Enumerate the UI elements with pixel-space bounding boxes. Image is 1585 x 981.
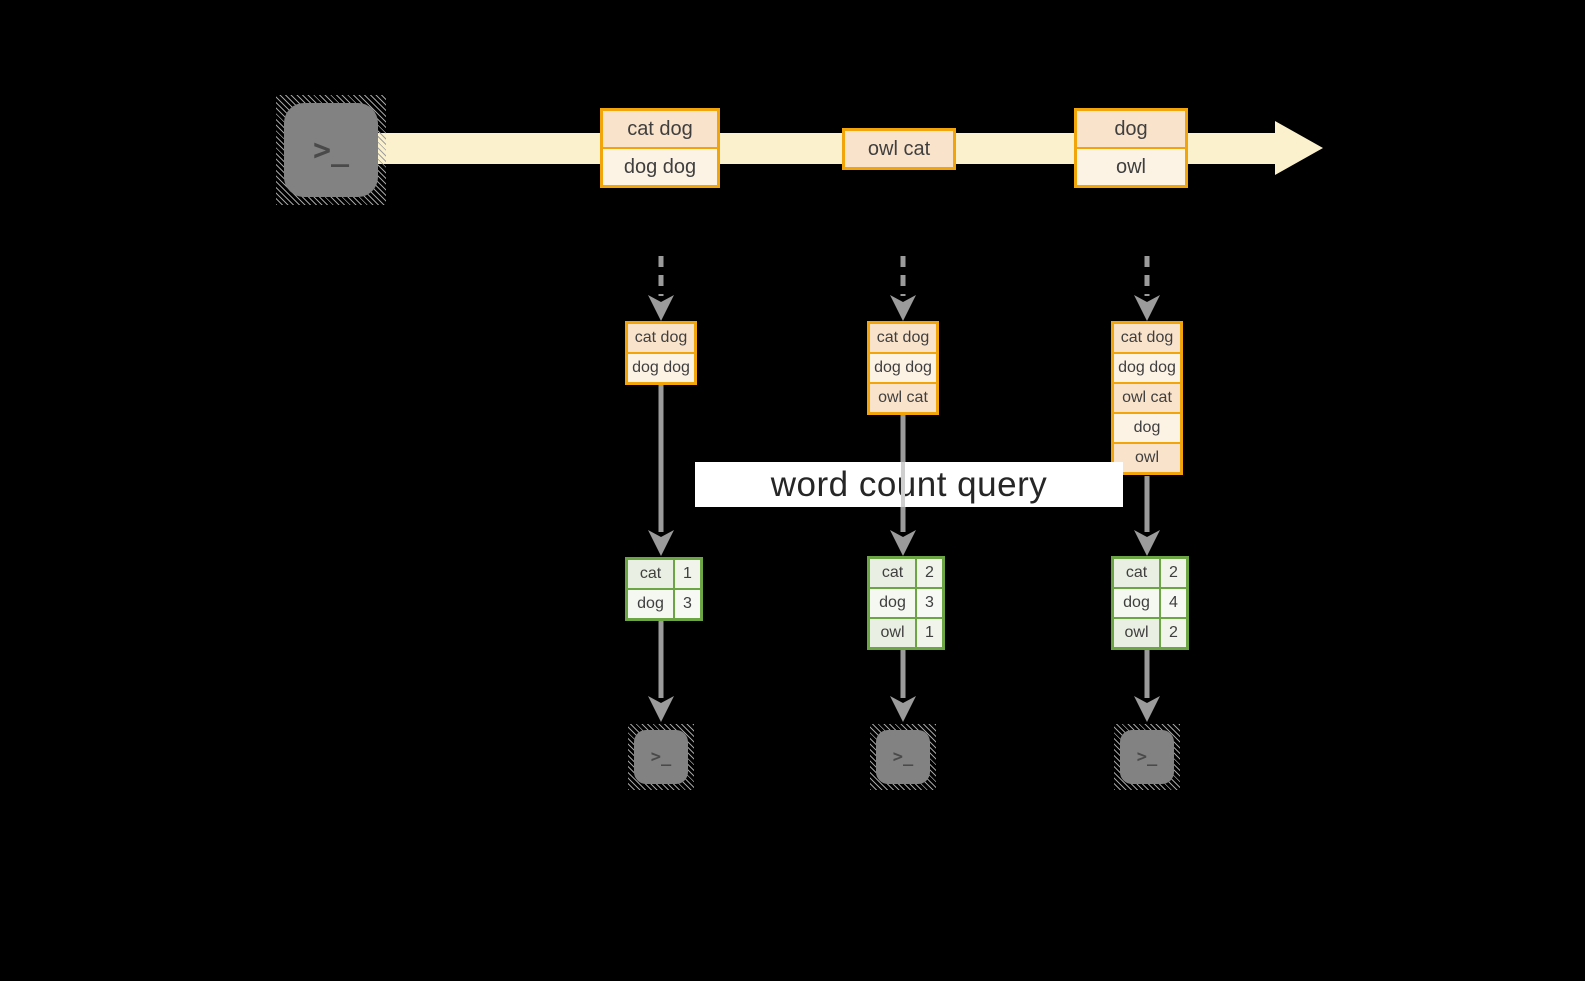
word-cell: cat	[628, 560, 673, 588]
sink-terminal-icon-3: >_	[1114, 724, 1180, 790]
sink-arrowhead-1-icon	[648, 696, 674, 722]
count-row: dog 3	[870, 589, 942, 617]
state-row: cat dog	[1114, 324, 1180, 352]
count-cell: 3	[675, 590, 700, 618]
count-table-3: cat 2 dog 4 owl 2	[1111, 556, 1189, 650]
word-cell: cat	[870, 559, 915, 587]
word-cell: owl	[870, 619, 915, 647]
state-row: dog dog	[628, 354, 694, 382]
count-cell: 1	[675, 560, 700, 588]
arrow-through-banner	[901, 462, 905, 507]
terminal-prompt-icon: >_	[284, 103, 378, 197]
state-row: dog dog	[870, 354, 936, 382]
dashed-arrowhead-3-icon	[1134, 295, 1160, 321]
dashed-arrowhead-1-icon	[648, 295, 674, 321]
word-cell: owl	[1114, 619, 1159, 647]
stream-batch-2: owl cat	[842, 128, 956, 170]
state-row: dog dog	[1114, 354, 1180, 382]
count-cell: 3	[917, 589, 942, 617]
word-cell: dog	[628, 590, 673, 618]
count-row: cat 1	[628, 560, 700, 588]
sink-terminal-icon-2: >_	[870, 724, 936, 790]
state-row: dog	[1114, 414, 1180, 442]
state-box-1: cat dog dog dog	[625, 321, 697, 385]
count-cell: 4	[1161, 589, 1186, 617]
count-cell: 1	[917, 619, 942, 647]
terminal-prompt-icon: >_	[876, 730, 930, 784]
count-arrowhead-1-icon	[648, 530, 674, 556]
stream-arrowhead-icon	[1275, 121, 1323, 175]
count-arrowhead-2-icon	[890, 530, 916, 556]
sink-terminal-icon-1: >_	[628, 724, 694, 790]
count-row: dog 3	[628, 590, 700, 618]
batch-row: dog	[1077, 111, 1185, 147]
query-label: word count query	[695, 462, 1123, 507]
stream-batch-1: cat dog dog dog	[600, 108, 720, 188]
terminal-prompt-icon: >_	[634, 730, 688, 784]
state-row: cat dog	[628, 324, 694, 352]
count-row: dog 4	[1114, 589, 1186, 617]
word-cell: dog	[1114, 589, 1159, 617]
state-row: owl	[1114, 444, 1180, 472]
batch-row: cat dog	[603, 111, 717, 147]
count-table-2: cat 2 dog 3 owl 1	[867, 556, 945, 650]
word-cell: dog	[870, 589, 915, 617]
sink-arrowhead-3-icon	[1134, 696, 1160, 722]
batch-row: owl	[1077, 149, 1185, 185]
word-cell: cat	[1114, 559, 1159, 587]
count-row: cat 2	[1114, 559, 1186, 587]
batch-row: dog dog	[603, 149, 717, 185]
count-cell: 2	[1161, 559, 1186, 587]
count-row: owl 2	[1114, 619, 1186, 647]
count-cell: 2	[917, 559, 942, 587]
count-row: owl 1	[870, 619, 942, 647]
count-table-1: cat 1 dog 3	[625, 557, 703, 621]
count-arrowhead-3-icon	[1134, 530, 1160, 556]
state-box-3: cat dog dog dog owl cat dog owl	[1111, 321, 1183, 475]
batch-row: owl cat	[845, 131, 953, 167]
state-box-2: cat dog dog dog owl cat	[867, 321, 939, 415]
terminal-prompt-icon: >_	[1120, 730, 1174, 784]
state-row: owl cat	[1114, 384, 1180, 412]
source-terminal-icon: >_	[276, 95, 386, 205]
stream-batch-3: dog owl	[1074, 108, 1188, 188]
count-row: cat 2	[870, 559, 942, 587]
dashed-arrowhead-2-icon	[890, 295, 916, 321]
count-cell: 2	[1161, 619, 1186, 647]
state-row: owl cat	[870, 384, 936, 412]
sink-arrowhead-2-icon	[890, 696, 916, 722]
state-row: cat dog	[870, 324, 936, 352]
